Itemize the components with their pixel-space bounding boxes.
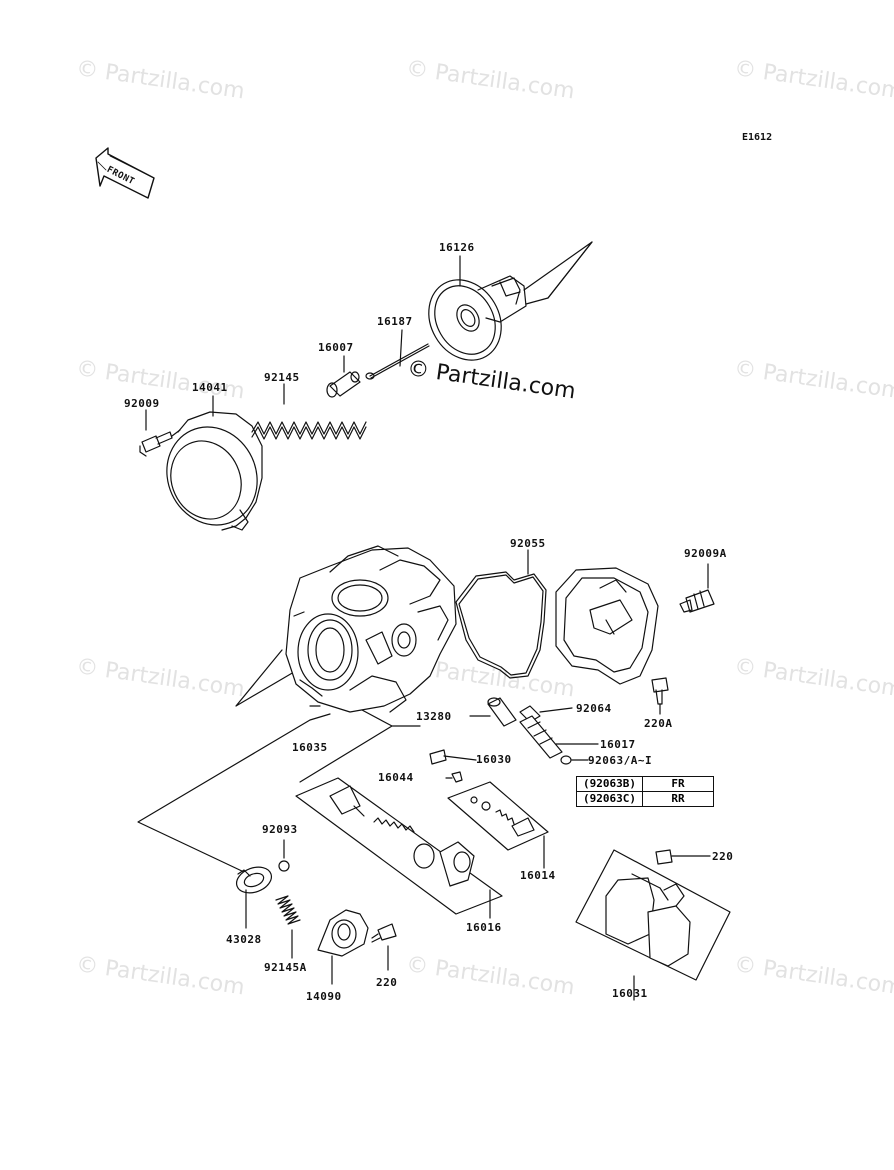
part-label-16017[interactable]: 16017 [600,738,636,751]
bolt-220A [651,677,669,715]
kit-box-16014 [447,781,549,869]
part-label-16030[interactable]: 16030 [476,753,512,766]
jets-group [469,697,599,765]
o-ring-92093 [278,860,290,872]
screw-92009A [679,563,715,613]
part-label-220A[interactable]: 220A [644,717,673,730]
part-label-16031[interactable]: 16031 [612,987,648,1000]
float-chamber-cover [555,567,659,685]
diagram-code: E1612 [742,132,773,143]
part-label-16007[interactable]: 16007 [318,341,354,354]
carburetor-body [285,545,457,713]
variant-row: (92063B) FR [576,776,714,792]
part-16044 [445,771,463,783]
spring-92145A [275,895,301,959]
part-label-92093[interactable]: 92093 [262,823,298,836]
variant-code: (92063C) [576,791,643,807]
variant-position: FR [641,776,714,792]
part-label-92145[interactable]: 92145 [264,371,300,384]
part-label-16014[interactable]: 16014 [520,869,556,882]
part-label-14041[interactable]: 14041 [192,381,228,394]
front-arrow-icon [95,147,155,199]
diaphragm-piston-16126 [428,241,593,361]
variant-row: (92063C) RR [576,791,714,807]
cover-14090 [317,909,369,985]
part-label-16126[interactable]: 16126 [439,241,475,254]
part-label-92145A[interactable]: 92145A [264,961,307,974]
part-label-92009[interactable]: 92009 [124,397,160,410]
screw-92009 [139,409,173,457]
part-label-14090[interactable]: 14090 [306,990,342,1003]
top-cover-14041 [166,395,263,531]
part-label-92063[interactable]: 92063/A~I [588,754,653,767]
screw-220-bottom [371,923,397,971]
part-label-92064[interactable]: 92064 [576,702,612,715]
float-box-16031 [575,849,731,1001]
spring-92145 [251,383,367,440]
part-label-220-bottom[interactable]: 220 [376,976,398,989]
diaphragm-43028 [235,866,273,929]
part-label-16044[interactable]: 16044 [378,771,414,784]
part-label-13280[interactable]: 13280 [416,710,452,723]
clip-16030 [429,749,477,765]
variant-position: RR [641,791,714,807]
part-label-92055[interactable]: 92055 [510,537,546,550]
part-label-43028[interactable]: 43028 [226,933,262,946]
gasket-92055 [455,549,547,679]
part-label-92009A[interactable]: 92009A [684,547,727,560]
variant-table: (92063B) FR (92063C) RR [576,776,714,807]
part-label-220-right[interactable]: 220 [712,850,734,863]
part-label-16187[interactable]: 16187 [377,315,413,328]
needle-holder-16007 [326,355,361,398]
kit-box-16016 [295,777,503,919]
part-label-16035[interactable]: 16035 [292,741,328,754]
part-label-16016[interactable]: 16016 [466,921,502,934]
screw-220-right [655,849,711,865]
variant-code: (92063B) [576,776,643,792]
jet-needle-16187 [365,329,430,380]
